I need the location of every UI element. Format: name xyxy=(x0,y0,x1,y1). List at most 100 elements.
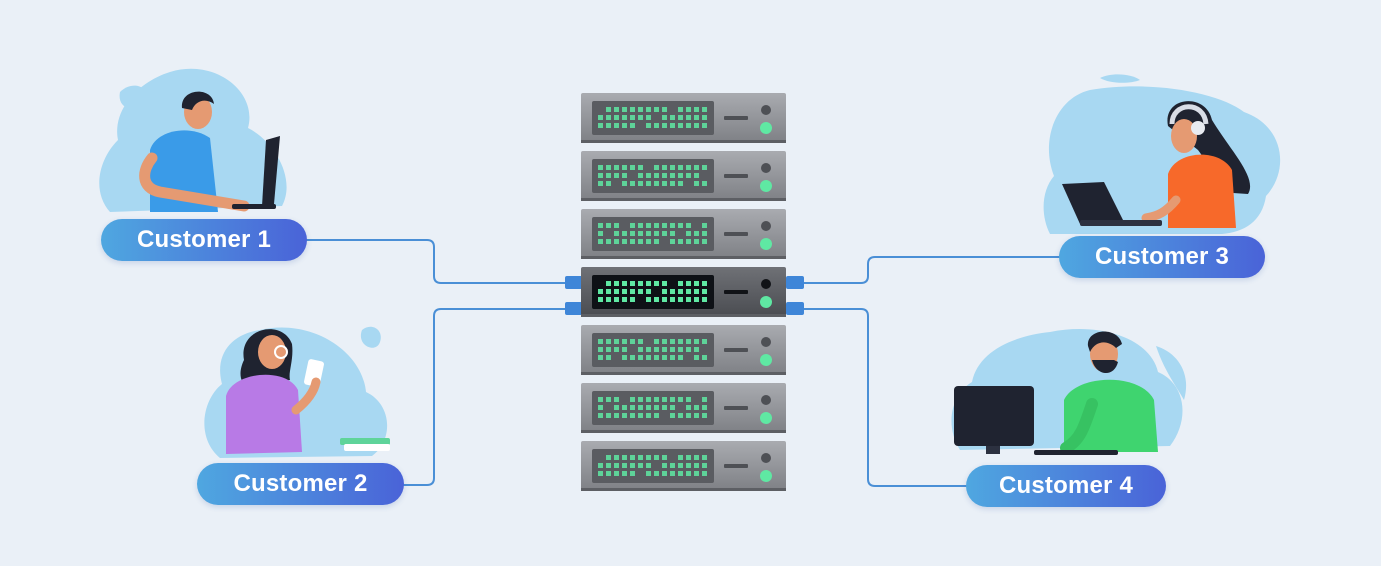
customer-3-head xyxy=(1171,119,1197,153)
led-indicator xyxy=(630,123,635,128)
led-indicator xyxy=(622,355,627,360)
customer-1-blob-small xyxy=(119,85,147,110)
led-indicator xyxy=(598,165,603,170)
led-indicator xyxy=(606,355,611,360)
customer-2-shirt xyxy=(226,374,302,454)
customer-4-blob-small xyxy=(1156,346,1187,400)
led-indicator xyxy=(686,231,691,236)
server-ports xyxy=(565,276,804,315)
led-indicator xyxy=(606,455,611,460)
led-indicator xyxy=(678,107,683,112)
glasses-icon xyxy=(274,345,288,359)
led-indicator xyxy=(654,471,659,476)
led-indicator xyxy=(622,289,627,294)
status-led-icon xyxy=(760,354,772,366)
led-indicator xyxy=(654,297,659,302)
led-indicator xyxy=(654,405,659,410)
led-indicator xyxy=(686,339,691,344)
led-indicator xyxy=(670,297,675,302)
led-indicator xyxy=(646,115,651,120)
customer-4-hair xyxy=(1087,331,1122,352)
led-indicator xyxy=(638,355,643,360)
led-indicator xyxy=(662,173,667,178)
led-indicator xyxy=(702,471,707,476)
customer-2-arm xyxy=(291,377,321,415)
led-indicator xyxy=(598,289,603,294)
led-indicator xyxy=(654,223,659,228)
led-indicator xyxy=(638,347,643,352)
port-right-bottom xyxy=(786,302,804,315)
led-indicator xyxy=(630,397,635,402)
led-indicator xyxy=(670,123,675,128)
led-indicator xyxy=(646,181,651,186)
drive-slot xyxy=(724,174,748,178)
keyboard-icon xyxy=(1034,450,1118,455)
power-button-icon xyxy=(761,105,771,115)
led-indicator xyxy=(630,115,635,120)
drive-slot xyxy=(724,348,748,352)
led-indicator xyxy=(694,347,699,352)
led-indicator xyxy=(662,339,667,344)
server-unit-shadow xyxy=(581,314,786,317)
server-unit xyxy=(581,209,786,259)
power-button-icon xyxy=(761,163,771,173)
monitor-icon xyxy=(262,136,280,206)
led-indicator xyxy=(670,231,675,236)
customer-1-label: Customer 1 xyxy=(101,219,307,261)
led-indicator xyxy=(630,405,635,410)
led-indicator xyxy=(622,231,627,236)
led-indicator xyxy=(678,355,683,360)
led-indicator xyxy=(598,231,603,236)
power-button-icon xyxy=(761,337,771,347)
customer-3-label: Customer 3 xyxy=(1059,236,1265,278)
led-indicator xyxy=(670,289,675,294)
led-indicator xyxy=(694,239,699,244)
led-indicator xyxy=(702,405,707,410)
led-indicator xyxy=(606,223,611,228)
led-indicator xyxy=(606,347,611,352)
led-indicator xyxy=(654,181,659,186)
led-indicator xyxy=(678,471,683,476)
led-indicator xyxy=(622,281,627,286)
led-indicator xyxy=(638,455,643,460)
led-indicator xyxy=(638,281,643,286)
power-button-icon xyxy=(761,395,771,405)
customer-3-shirt xyxy=(1168,154,1236,228)
led-indicator xyxy=(670,173,675,178)
led-indicator xyxy=(670,355,675,360)
led-indicator xyxy=(646,463,651,468)
led-indicator xyxy=(662,289,667,294)
led-indicator xyxy=(678,223,683,228)
led-indicator xyxy=(630,455,635,460)
led-indicator xyxy=(598,123,603,128)
led-indicator xyxy=(646,173,651,178)
led-indicator xyxy=(622,115,627,120)
led-indicator xyxy=(662,281,667,286)
led-indicator xyxy=(638,107,643,112)
led-indicator xyxy=(598,173,603,178)
server-unit xyxy=(581,383,786,433)
led-indicator xyxy=(614,347,619,352)
server-rack-icon xyxy=(581,93,786,491)
led-indicator xyxy=(606,239,611,244)
led-indicator xyxy=(638,165,643,170)
customer-3-illustration xyxy=(1043,74,1281,235)
led-indicator xyxy=(598,115,603,120)
led-indicator xyxy=(646,471,651,476)
led-indicator xyxy=(622,339,627,344)
customer-4-beard xyxy=(1092,360,1118,374)
led-indicator xyxy=(662,223,667,228)
led-indicator xyxy=(638,231,643,236)
led-indicator xyxy=(694,281,699,286)
led-indicator xyxy=(670,463,675,468)
led-indicator xyxy=(606,297,611,302)
led-indicator xyxy=(702,231,707,236)
led-indicator xyxy=(670,115,675,120)
headphone-cup xyxy=(1191,121,1205,135)
led-indicator xyxy=(638,115,643,120)
led-indicator xyxy=(702,115,707,120)
led-indicator xyxy=(670,181,675,186)
laptop-base xyxy=(1080,220,1162,226)
led-indicator xyxy=(614,173,619,178)
server-unit xyxy=(581,93,786,143)
